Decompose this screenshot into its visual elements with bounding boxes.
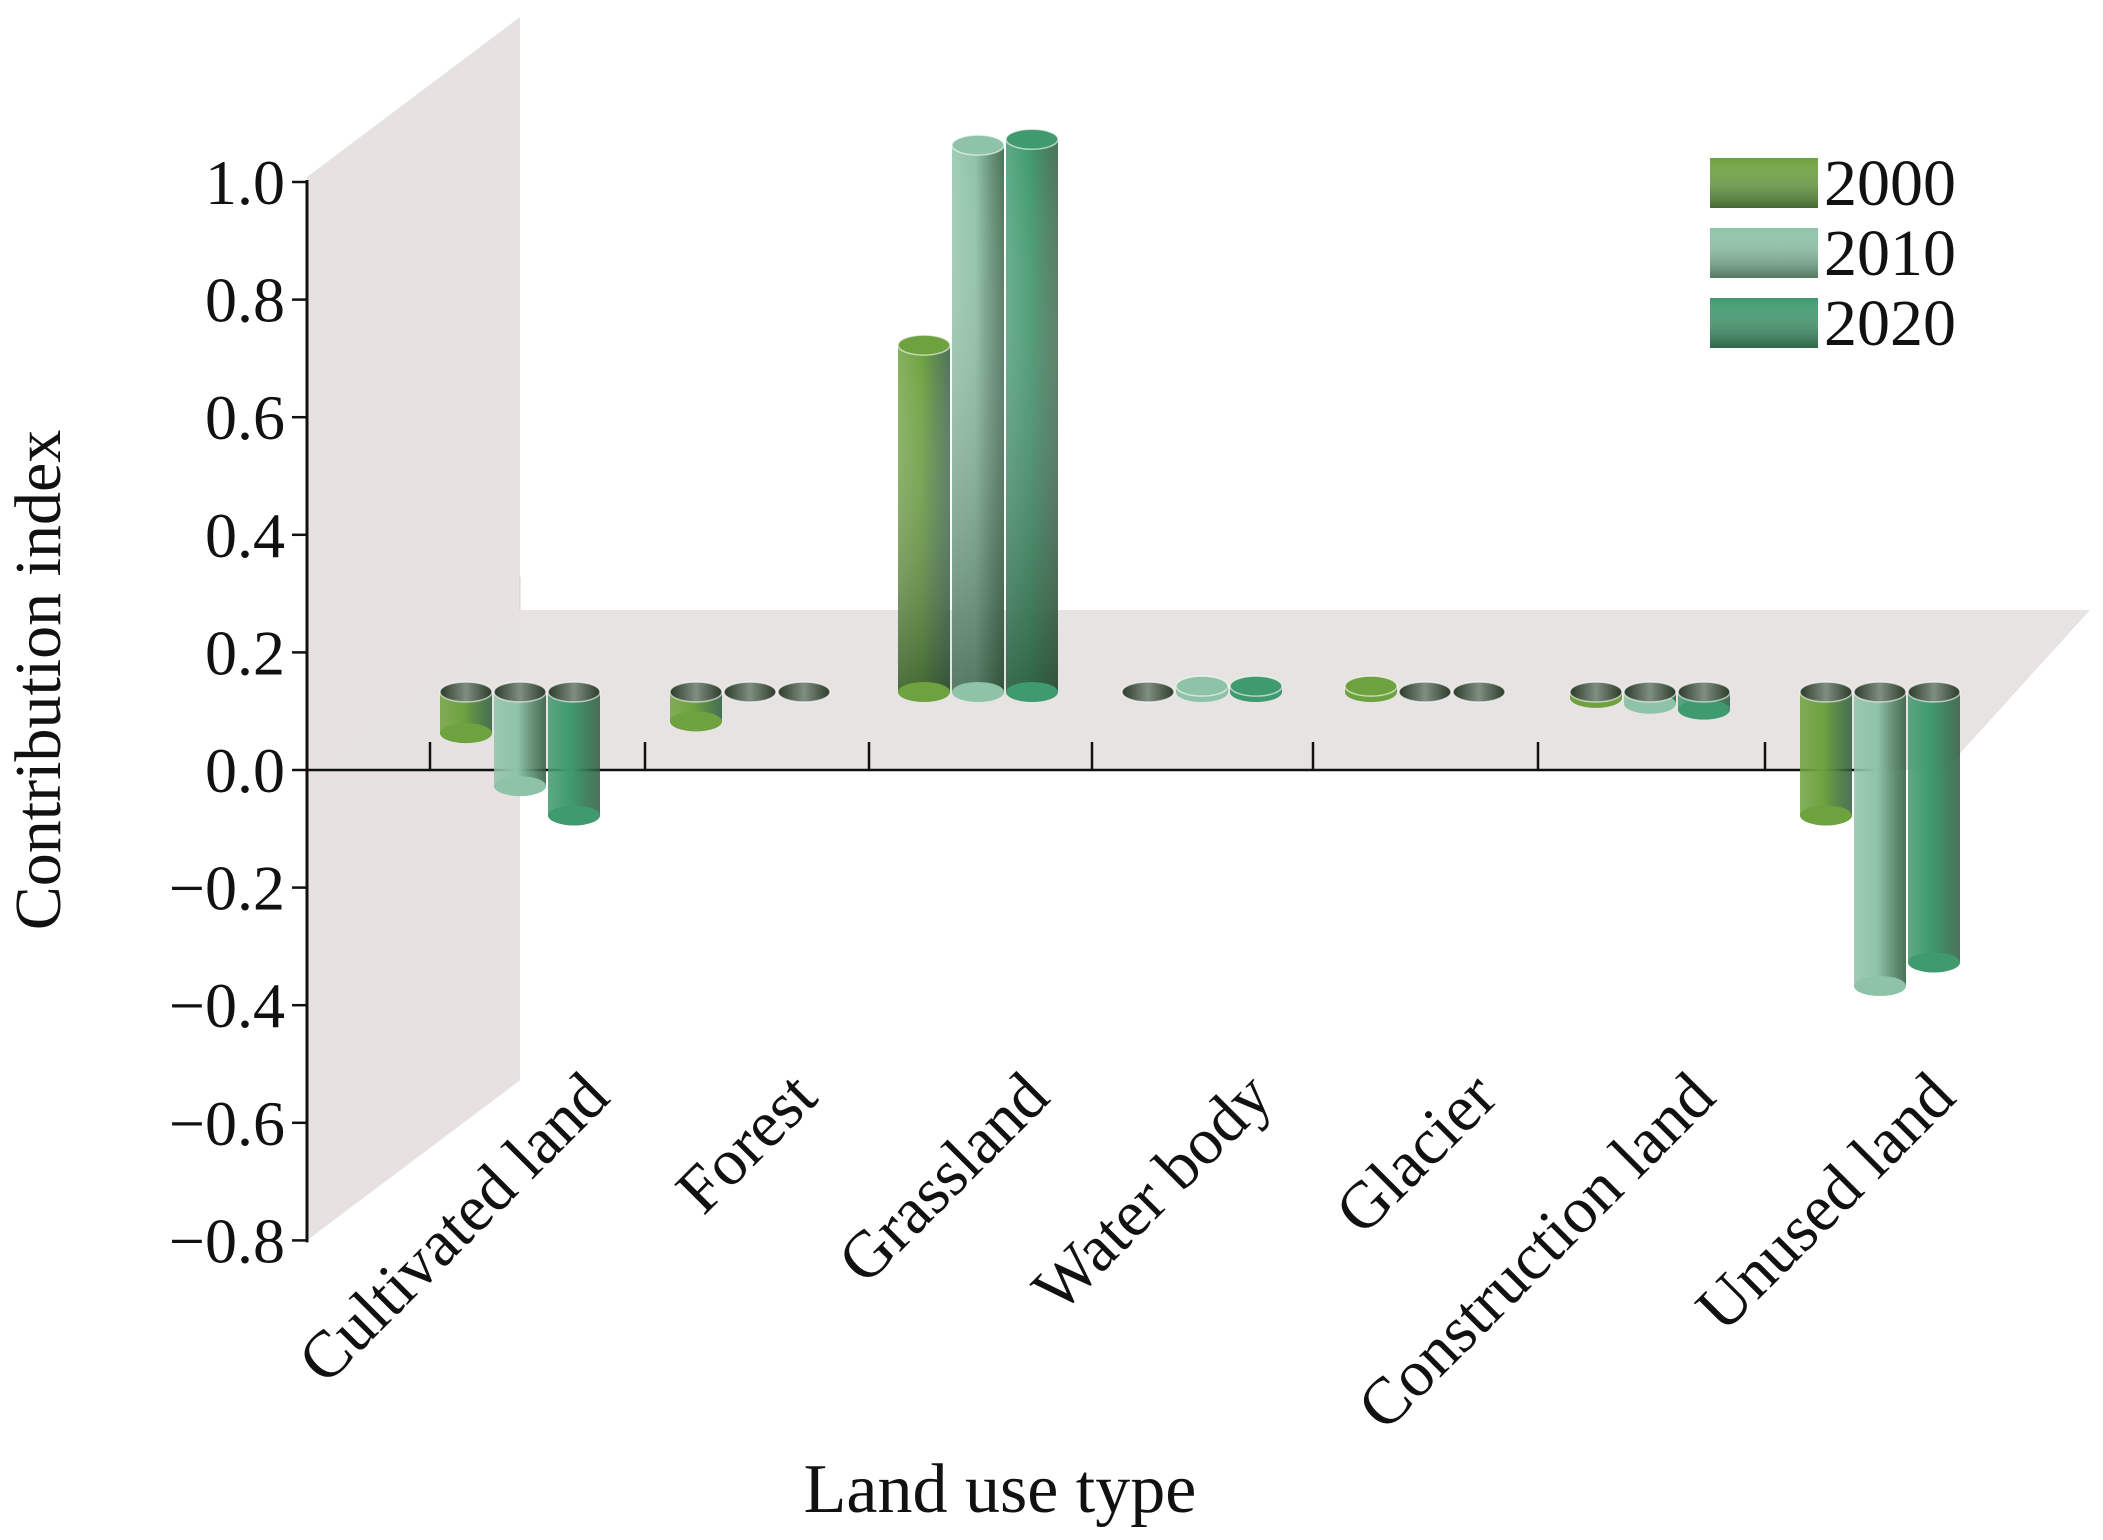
bar-top-cap xyxy=(1452,681,1506,703)
bar-side xyxy=(1800,692,1852,816)
bar-side xyxy=(1908,692,1960,963)
bar-top-cap xyxy=(493,681,547,703)
bar-shade xyxy=(1006,139,1058,692)
bar-top-cap xyxy=(951,134,1005,156)
bar-top-cap xyxy=(1344,675,1398,697)
legend-swatch-shade xyxy=(1710,228,1818,278)
bar xyxy=(951,134,1005,702)
bar xyxy=(1344,675,1398,702)
bar xyxy=(1452,681,1506,703)
bar xyxy=(1799,681,1853,826)
bar-top-cap xyxy=(1005,128,1059,151)
bar xyxy=(547,681,601,826)
back-wall-plane xyxy=(307,17,520,1241)
bar-top-cap xyxy=(1569,681,1623,703)
bar xyxy=(1005,128,1059,702)
bar-top-cap xyxy=(777,681,831,703)
bar xyxy=(723,681,777,703)
bar-side xyxy=(494,692,546,787)
y-tick-label: 0.4 xyxy=(205,500,285,571)
bar-bottom-cap xyxy=(440,723,492,744)
legend-item: 2000 xyxy=(1710,147,1956,220)
chart-bars xyxy=(439,128,1961,996)
chart-background-planes xyxy=(307,17,2090,1241)
y-tick-label: 0.2 xyxy=(205,617,285,688)
y-tick-label: 0.0 xyxy=(205,735,285,806)
legend-swatch-shade xyxy=(1710,158,1818,208)
bar-top-cap xyxy=(897,334,951,356)
bar-top-cap xyxy=(1623,681,1677,703)
bar-top-cap xyxy=(1229,675,1283,697)
x-tick-label: Grassland xyxy=(824,1059,1062,1297)
legend-label: 2000 xyxy=(1824,147,1956,220)
bar-bottom-cap xyxy=(1678,699,1730,720)
bar-bottom-cap xyxy=(670,711,722,732)
bar-shade xyxy=(952,145,1004,692)
bar-top-cap xyxy=(669,681,723,703)
bar-bottom-cap xyxy=(952,682,1004,702)
bar-top-cap xyxy=(547,681,601,703)
bar-bottom-cap xyxy=(494,776,546,797)
bar-top-cap xyxy=(1853,681,1907,703)
x-axis-title: Land use type xyxy=(804,1451,1197,1528)
bar-bottom-cap xyxy=(1908,952,1960,973)
y-tick-label: −0.8 xyxy=(169,1205,285,1276)
bar-top-cap xyxy=(1799,681,1853,703)
bar-bottom-cap xyxy=(1006,682,1058,702)
bar-top-cap xyxy=(1121,681,1175,703)
bar xyxy=(1229,675,1283,702)
bar-top-cap xyxy=(1175,675,1229,697)
legend-item: 2010 xyxy=(1710,217,1956,290)
legend-item: 2020 xyxy=(1710,287,1956,360)
bar-bottom-cap xyxy=(1854,976,1906,996)
y-tick-label: −0.4 xyxy=(169,970,285,1041)
bar-shade xyxy=(898,345,950,692)
x-tick-label: Water body xyxy=(1019,1059,1286,1326)
legend-label: 2020 xyxy=(1824,287,1956,360)
bar xyxy=(897,334,951,702)
y-tick-label: −0.6 xyxy=(169,1088,285,1159)
bar-top-cap xyxy=(1677,681,1731,703)
bar-bottom-cap xyxy=(1800,805,1852,826)
y-tick-label: 1.0 xyxy=(205,147,285,218)
bar xyxy=(1853,681,1907,996)
bar-top-cap xyxy=(1907,681,1961,703)
bar-top-cap xyxy=(439,681,493,703)
x-tick-label: Unused land xyxy=(1682,1059,1968,1345)
bar xyxy=(1907,681,1961,973)
bar xyxy=(1623,681,1677,714)
y-tick-label: −0.2 xyxy=(169,853,285,924)
x-tick-label: Forest xyxy=(662,1059,830,1227)
bar xyxy=(777,681,831,703)
y-tick-label: 0.8 xyxy=(205,265,285,336)
bar xyxy=(1175,675,1229,702)
y-axis-title: Contribution index xyxy=(2,430,75,930)
bar xyxy=(493,681,547,797)
legend-label: 2010 xyxy=(1824,217,1956,290)
bar xyxy=(1121,681,1175,703)
bar xyxy=(1677,681,1731,720)
y-tick-label: 0.6 xyxy=(205,382,285,453)
x-tick-label: Glacier xyxy=(1322,1059,1511,1248)
bar-bottom-cap xyxy=(548,805,600,826)
bar-side xyxy=(548,692,600,816)
bar-top-cap xyxy=(723,681,777,703)
bar-top-cap xyxy=(1398,681,1452,703)
bar xyxy=(1569,681,1623,708)
bar-bottom-cap xyxy=(898,682,950,702)
bar-side xyxy=(1854,692,1906,986)
legend-swatch-shade xyxy=(1710,298,1818,348)
bar xyxy=(439,681,493,744)
bar xyxy=(669,681,723,732)
bar xyxy=(1398,681,1452,703)
